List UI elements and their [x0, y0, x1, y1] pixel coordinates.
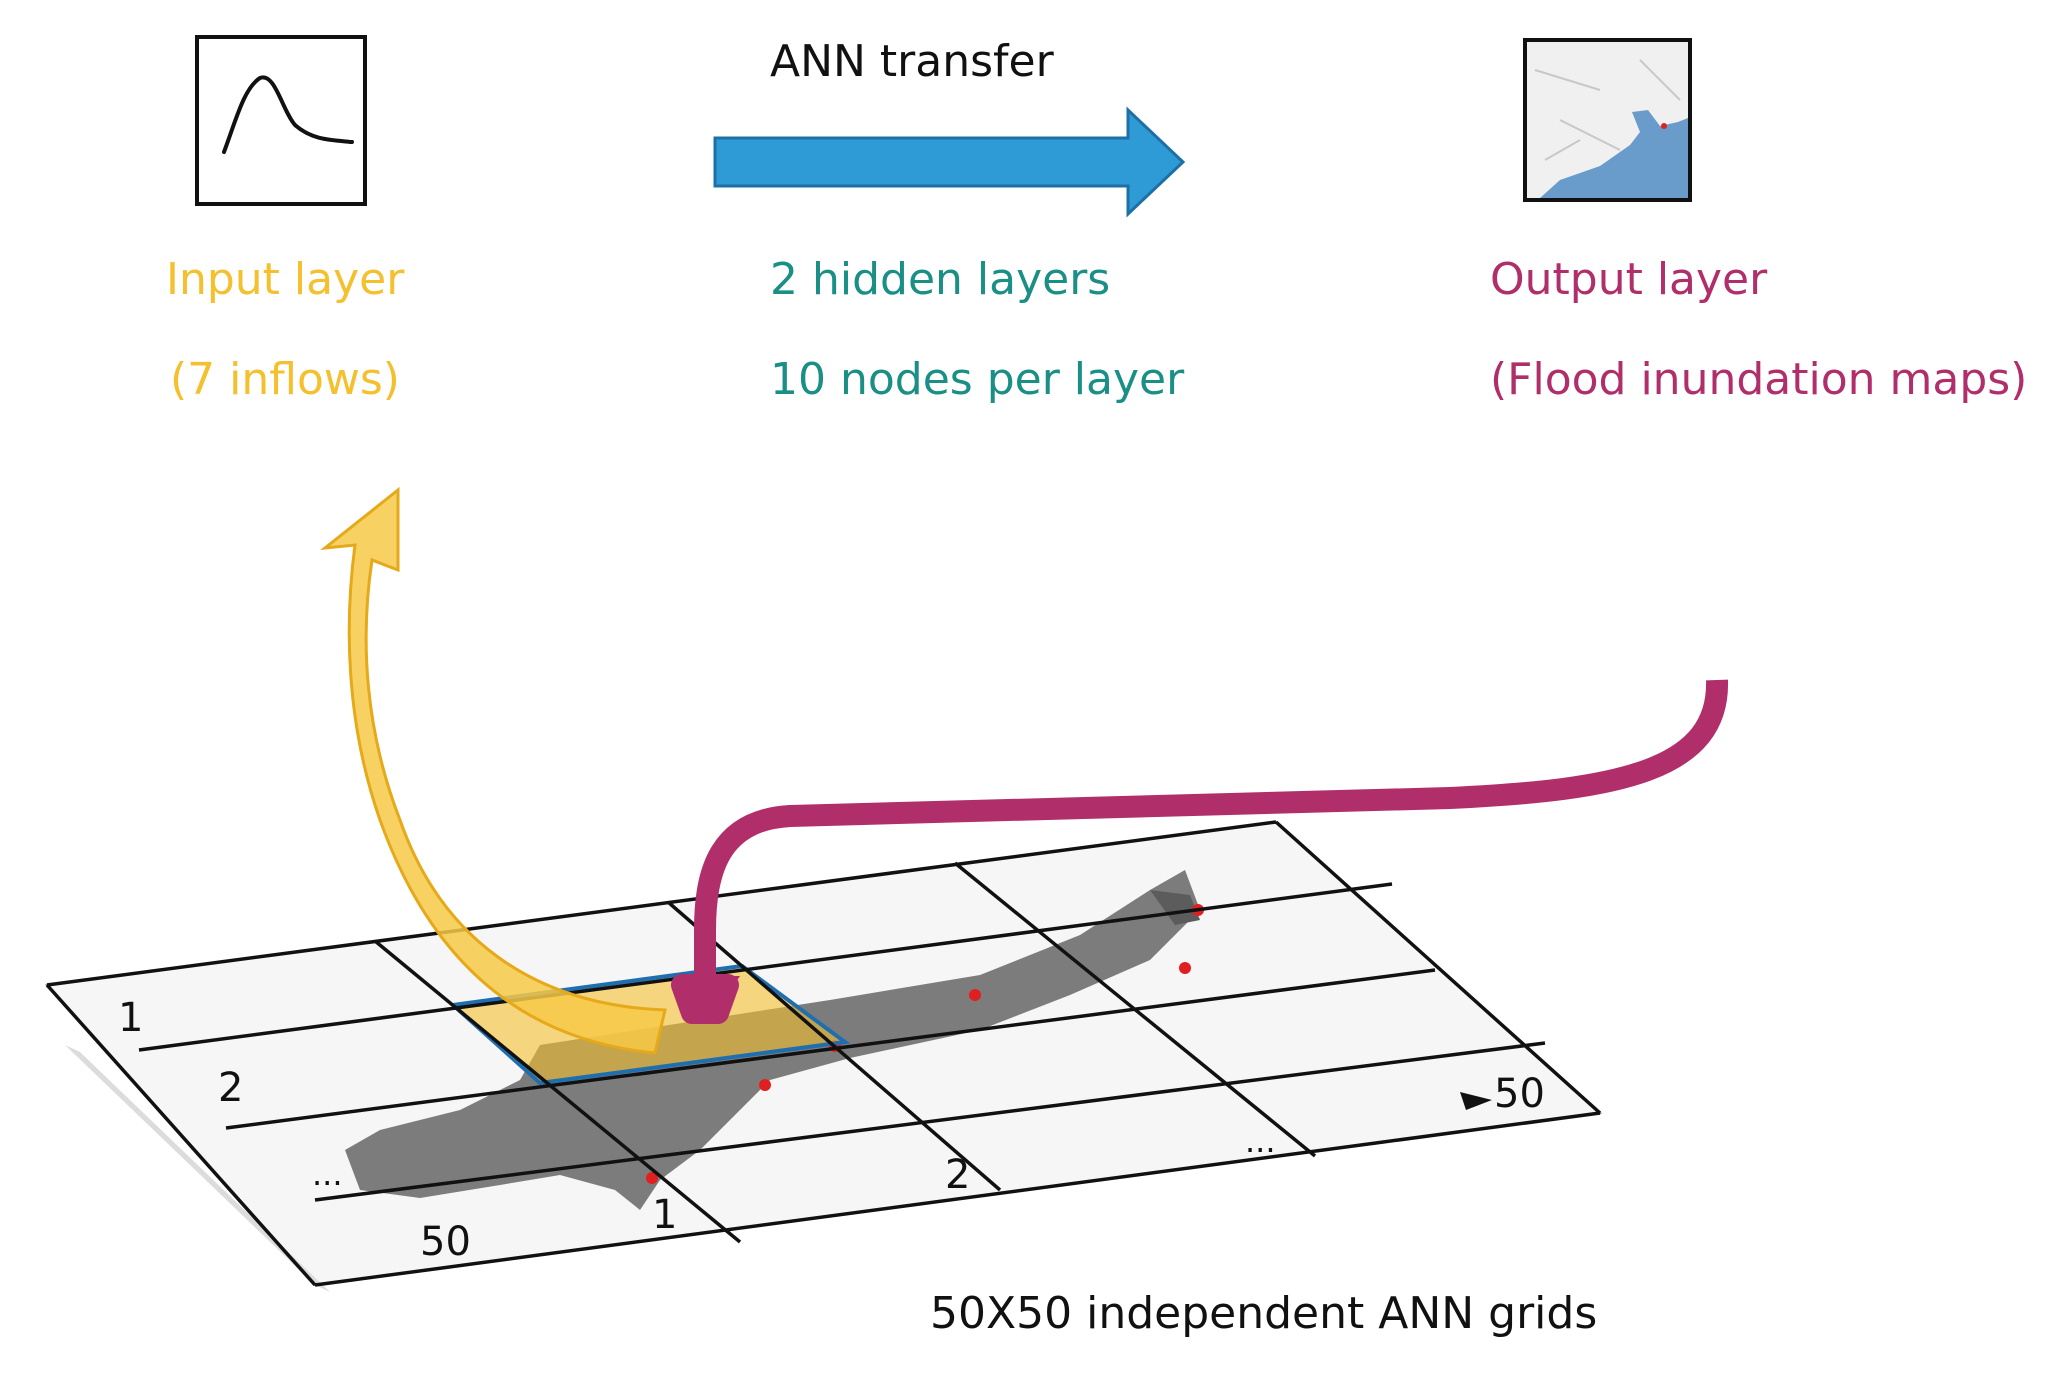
output-curved-arrow: [671, 679, 1729, 1024]
row-label: 1: [118, 995, 144, 1041]
ann-transfer-label: ANN transfer: [770, 36, 1054, 87]
input-layer-detail: (7 inflows): [170, 354, 400, 405]
row-label: 2: [218, 1065, 244, 1111]
caption: 50X50 independent ANN grids: [930, 1288, 1598, 1339]
row-label: ...: [312, 1155, 343, 1193]
output-arrow-head: [680, 976, 740, 1018]
map-grid: [44, 820, 1603, 1292]
col-label: 50: [1494, 1071, 1545, 1117]
row-label: 50: [420, 1219, 471, 1265]
output-layer-detail: (Flood inundation maps): [1490, 354, 2028, 405]
hidden-layers-label: 2 hidden layers: [770, 254, 1111, 305]
nodes-per-layer-label: 10 nodes per layer: [770, 354, 1185, 405]
hydrograph-icon: [195, 35, 367, 206]
input-layer-title: Input layer: [166, 254, 405, 305]
ann-transfer-arrow: [713, 106, 1186, 218]
input-curved-arrow: [320, 486, 667, 1055]
flood-map-icon: [1523, 38, 1692, 202]
col-label: ...: [1245, 1122, 1276, 1160]
pointer-icon: [1460, 1092, 1492, 1110]
output-layer-title: Output layer: [1490, 254, 1768, 305]
col-label: 2: [945, 1152, 971, 1198]
col-label: 1: [652, 1192, 678, 1238]
